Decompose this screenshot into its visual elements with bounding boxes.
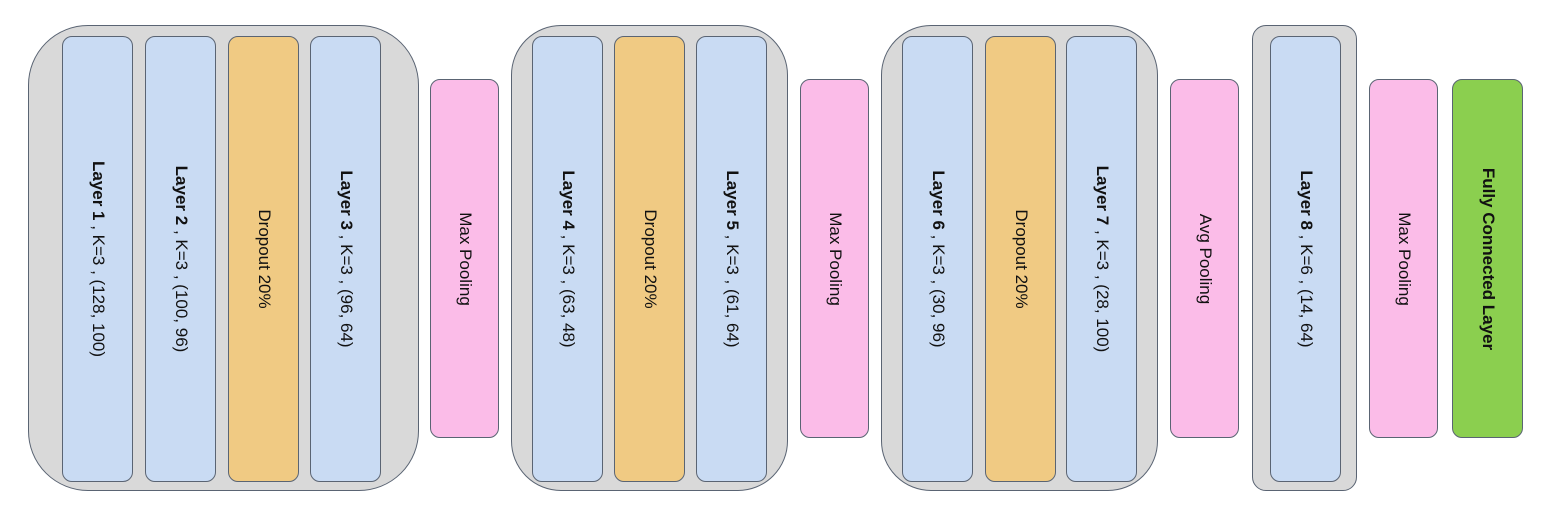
layer-1-block: Layer 1 , K=3 , (128, 100): [62, 36, 133, 482]
layer-7-name: Layer 7: [1092, 165, 1112, 226]
max-pooling-2-block: Max Pooling: [800, 79, 869, 438]
layer-7-label: Layer 7 , K=3 , (28, 100): [1092, 166, 1112, 353]
layer-4-detail: , K=3 , (63, 48): [558, 229, 578, 348]
layer-3-name: Layer 3: [336, 170, 356, 230]
dropout-3-label: Dropout 20%: [1011, 209, 1031, 309]
layer-8-block: Layer 8 , K=6 , (14, 64): [1270, 36, 1341, 482]
layer-4-block: Layer 4 , K=3 , (63, 48): [532, 36, 603, 482]
max-pooling-1-label: Max Pooling: [455, 211, 475, 306]
layer-5-block: Layer 5 , K=3 , (61, 64): [696, 36, 767, 482]
layer-6-detail: , K=3 , (30, 96): [928, 229, 948, 348]
dropout-3-block: Dropout 20%: [985, 36, 1056, 482]
layer-4-name: Layer 4: [558, 170, 578, 230]
layer-1-detail: , K=3 , (128, 100): [88, 220, 108, 358]
avg-pooling-block: Avg Pooling: [1170, 79, 1239, 438]
layer-2-label: Layer 2 , K=3 , (100, 96): [171, 166, 191, 353]
layer-2-block: Layer 2 , K=3 , (100, 96): [145, 36, 216, 482]
layer-8-name: Layer 8: [1296, 170, 1316, 230]
fully-connected-layer-label: Fully Connected Layer: [1478, 167, 1498, 350]
layer-7-block: Layer 7 , K=3 , (28, 100): [1066, 36, 1137, 482]
layer-8-label: Layer 8 , K=6 , (14, 64): [1296, 170, 1316, 347]
layer-3-detail: , K=3 , (96, 64): [336, 229, 356, 348]
layer-1-name: Layer 1: [88, 160, 108, 221]
layer-7-detail: , K=3 , (28, 100): [1092, 225, 1112, 353]
layer-1-label: Layer 1 , K=3 , (128, 100): [88, 161, 108, 357]
max-pooling-3-label: Max Pooling: [1394, 211, 1414, 306]
dropout-2-block: Dropout 20%: [614, 36, 685, 482]
dropout-1-block: Dropout 20%: [228, 36, 299, 482]
max-pooling-1-block: Max Pooling: [430, 79, 499, 438]
layer-6-name: Layer 6: [928, 170, 948, 230]
max-pooling-3-block: Max Pooling: [1369, 79, 1438, 438]
layer-5-detail: , K=3 , (61, 64): [722, 229, 742, 348]
fully-connected-layer-block: Fully Connected Layer: [1452, 79, 1523, 438]
layer-5-label: Layer 5 , K=3 , (61, 64): [722, 170, 742, 347]
dropout-1-label: Dropout 20%: [254, 209, 274, 309]
layer-3-label: Layer 3 , K=3 , (96, 64): [336, 170, 356, 347]
layer-4-label: Layer 4 , K=3 , (63, 48): [558, 170, 578, 347]
dropout-2-label: Dropout 20%: [640, 209, 660, 309]
layer-6-label: Layer 6 , K=3 , (30, 96): [928, 170, 948, 347]
layer-3-block: Layer 3 , K=3 , (96, 64): [310, 36, 381, 482]
layer-2-name: Layer 2: [171, 165, 191, 226]
avg-pooling-label: Avg Pooling: [1195, 213, 1215, 304]
layer-2-detail: , K=3 , (100, 96): [171, 225, 191, 353]
layer-8-detail: , K=6 , (14, 64): [1296, 229, 1316, 348]
max-pooling-2-label: Max Pooling: [825, 211, 845, 306]
layer-6-block: Layer 6 , K=3 , (30, 96): [902, 36, 973, 482]
layer-5-name: Layer 5: [722, 170, 742, 230]
